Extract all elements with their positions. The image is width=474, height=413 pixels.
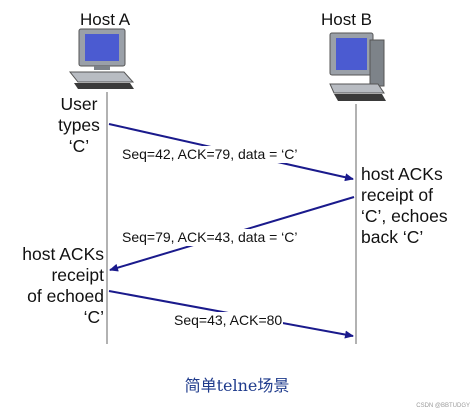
host-a-computer-icon (68, 28, 135, 89)
watermark: CSDN @BBTUDGY (416, 403, 470, 409)
host-b-computer-icon (329, 32, 386, 101)
note-line: User (60, 94, 98, 114)
note-line: host ACKs (361, 164, 443, 184)
note-line: ‘C’ (68, 136, 90, 156)
figure-caption: 简单telne场景 (184, 376, 290, 395)
note-line: types (58, 115, 100, 135)
host-b-label: Host B (321, 10, 373, 29)
user-types-note: User types ‘C’ (50, 94, 108, 157)
segment-label-3: Seq=43, ACK=80 (173, 312, 284, 329)
note-line: back ‘C’ (361, 227, 424, 247)
note-line: host ACKs (22, 244, 104, 264)
note-line: receipt (51, 265, 104, 285)
note-line: of echoed (27, 286, 104, 306)
host-acks-echo-note: host ACKs receipt of echoed ‘C’ (4, 244, 104, 328)
note-line: ‘C’ (83, 307, 104, 327)
segment-label-2: Seq=79, ACK=43, data = ‘C’ (121, 229, 299, 246)
segment-label-1: Seq=42, ACK=79, data = ‘C’ (121, 146, 299, 163)
host-a-label: Host A (80, 10, 131, 29)
note-line: ‘C’, echoes (361, 206, 448, 226)
note-line: receipt of (361, 185, 433, 205)
host-acks-receipt-note: host ACKs receipt of ‘C’, echoes back ‘C… (361, 164, 469, 248)
